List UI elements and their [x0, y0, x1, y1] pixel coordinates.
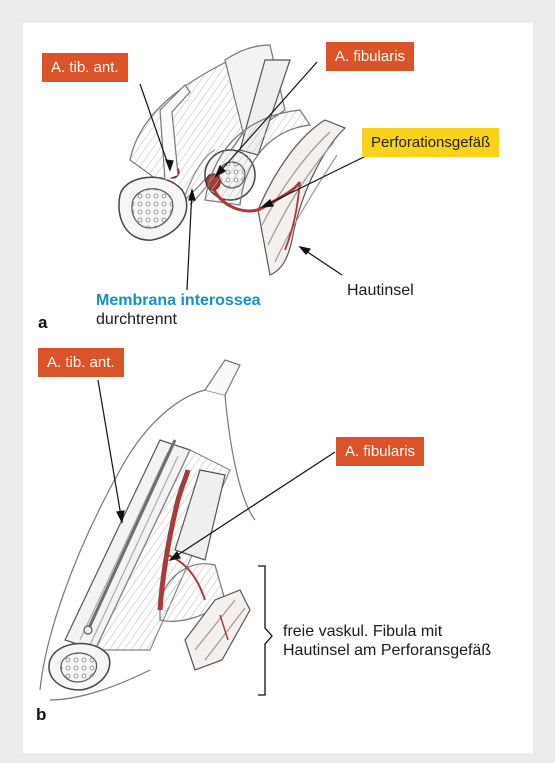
- label-b-a-fibularis: A. fibularis: [336, 437, 424, 466]
- panel-letter-b: b: [36, 705, 46, 725]
- tibia-cross-section: [119, 177, 187, 240]
- panel-b-illustration: [40, 360, 255, 700]
- label-a-fibularis: A. fibularis: [326, 42, 414, 71]
- label-membrana-interossea: Membrana interossea: [96, 292, 261, 310]
- panel-a-illustration: [119, 45, 345, 275]
- tibia-cross-section-b: [49, 644, 110, 690]
- label-hautinsel: Hautinsel: [347, 282, 414, 300]
- label-perforator: Perforationsgefäß: [362, 128, 499, 157]
- caption-free-fibula-line1: freie vaskul. Fibula mit: [283, 623, 442, 641]
- skin-island-flap: [258, 120, 345, 275]
- label-b-a-tib-ant: A. tib. ant.: [38, 348, 124, 377]
- caption-free-fibula-line2: Hautinsel am Perforansgefäß: [283, 642, 491, 660]
- label-durchtrennt: durchtrennt: [96, 311, 177, 329]
- graft-bracket: [258, 566, 272, 695]
- panel-letter-a: a: [38, 313, 47, 333]
- label-a-tib-ant: A. tib. ant.: [42, 53, 128, 82]
